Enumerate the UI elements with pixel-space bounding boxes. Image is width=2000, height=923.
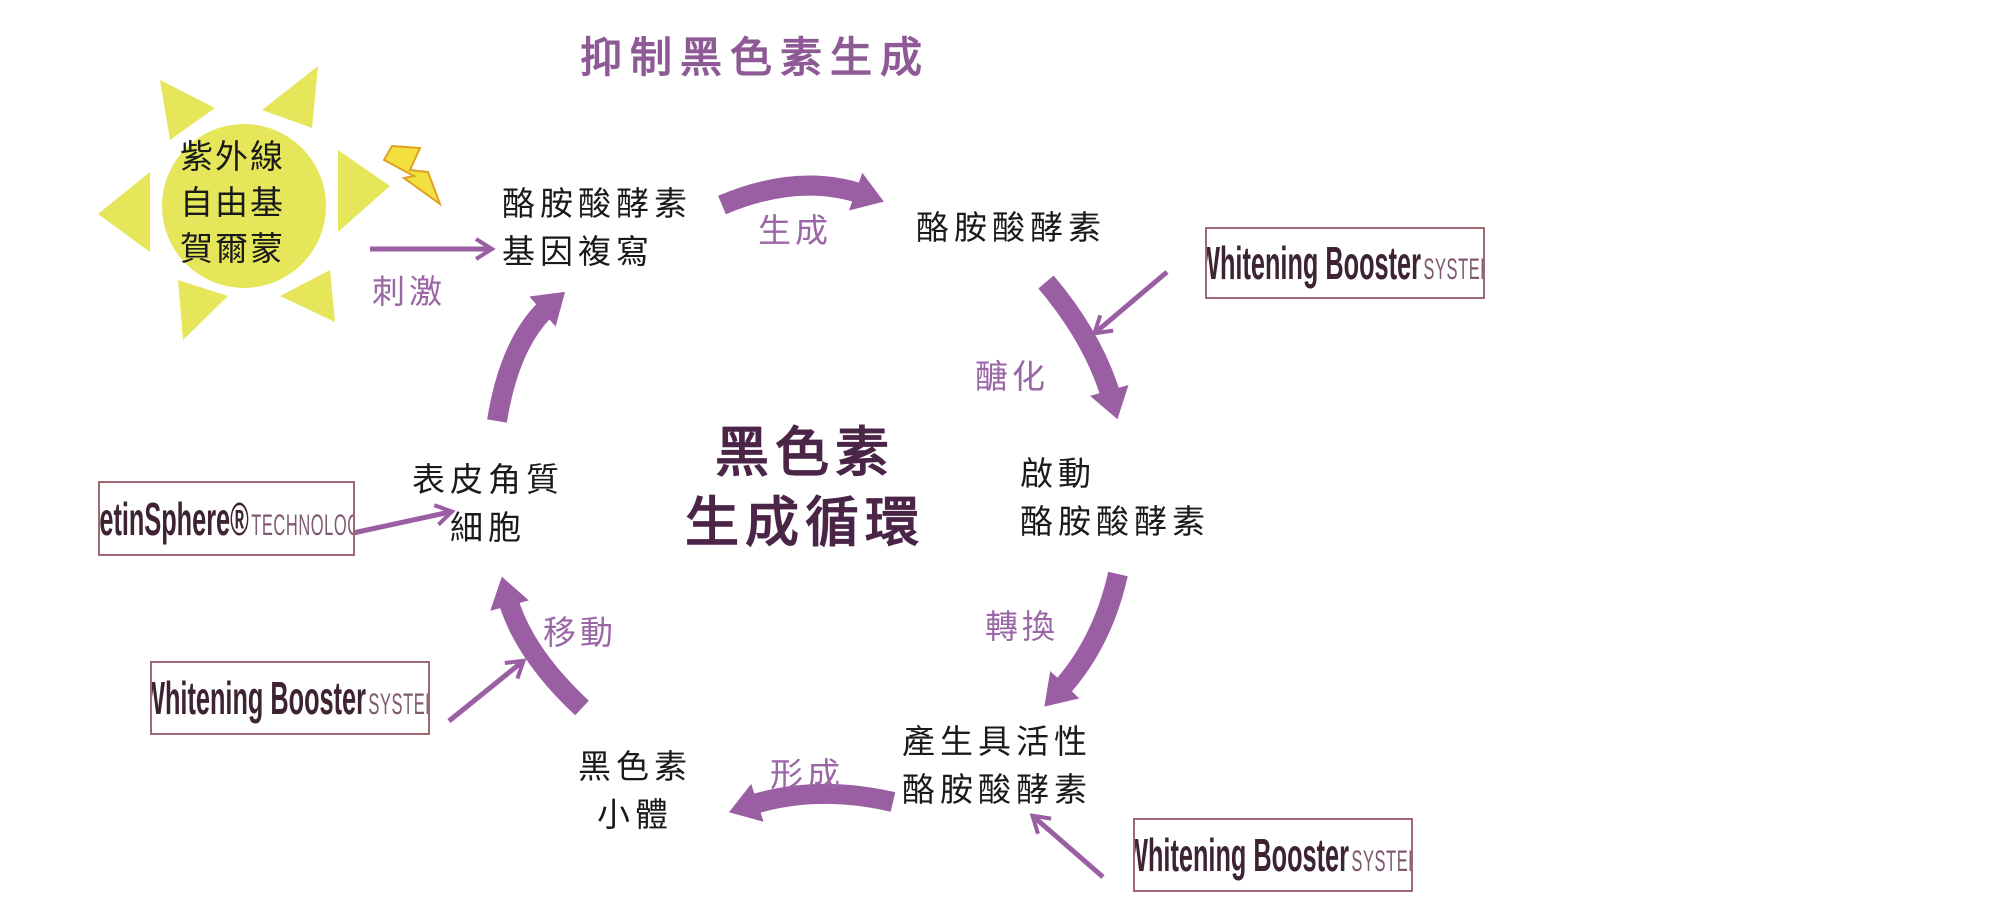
sun-icon <box>98 66 390 340</box>
sun-factor-hormone: 賀爾蒙 <box>180 229 285 268</box>
generate-arrow <box>718 172 884 215</box>
node-tyrosinase: 酪胺酸酵素 <box>916 208 1106 247</box>
form-label: 形成 <box>770 755 844 794</box>
node-melanosome-line-2: 小體 <box>597 795 673 834</box>
cycle-center-title: 黑色素 生成循環 <box>670 418 940 558</box>
center-title-line-1: 黑色素 <box>715 421 895 484</box>
node-gene-line-1: 酪胺酸酵素 <box>502 184 692 223</box>
convert-label: 轉換 <box>985 607 1059 646</box>
logo-suffix-text: TECHNOLOGY <box>251 508 353 542</box>
node-keratinocyte: 表皮角質 細胞 <box>412 456 564 552</box>
sun-factor-free-radical: 自由基 <box>180 183 285 222</box>
whitening-booster-logo-1: Whitening Booster SYSTEM <box>1205 227 1485 299</box>
whitening-booster-logo-3: Whitening Booster SYSTEM <box>1133 818 1413 892</box>
retinsphere-arrow <box>352 503 456 536</box>
node-keratinocyte-line-2: 細胞 <box>450 508 526 547</box>
node-active-enzyme: 產生具活性 酪胺酸酵素 <box>902 718 1092 814</box>
node-active-line-2: 酪胺酸酵素 <box>902 770 1092 809</box>
whitening-booster-logo-2: Whitening Booster SYSTEM <box>150 661 430 735</box>
booster-arrow-3 <box>1029 813 1105 879</box>
node-activate-line-2: 酪胺酸酵素 <box>1020 502 1210 541</box>
convert-arrow <box>1044 571 1128 707</box>
stimulate-label: 刺激 <box>372 272 446 311</box>
center-title-line-2: 生成循環 <box>685 491 925 554</box>
move-arrow <box>490 576 589 716</box>
logo-main-text: Whitening Booster <box>150 672 366 724</box>
node-keratinocyte-line-1: 表皮角質 <box>412 460 564 499</box>
node-activate: 啟動 酪胺酸酵素 <box>1020 450 1210 546</box>
node-melanosome-line-1: 黑色素 <box>578 747 692 786</box>
lightning-icon <box>382 144 443 207</box>
sun-factor-uv: 紫外線 <box>180 137 285 176</box>
logo-suffix-text: SYSTEM <box>1351 845 1411 878</box>
logo-suffix-text: SYSTEM <box>1423 253 1483 286</box>
retinsphere-logo: RetinSphere® TECHNOLOGY <box>98 481 355 556</box>
glycosylate-arrow <box>1038 275 1129 420</box>
node-active-line-1: 產生具活性 <box>902 722 1092 761</box>
generate-label: 生成 <box>758 211 832 250</box>
cycle-return-arrow <box>487 291 566 423</box>
logo-suffix-text: SYSTEM <box>368 688 428 721</box>
page-title: 抑制黑色素生成 <box>580 33 931 82</box>
node-melanosome: 黑色素 小體 <box>578 743 692 839</box>
form-arrow <box>728 783 896 822</box>
node-gene-transcription: 酪胺酸酵素 基因複寫 <box>502 180 692 276</box>
node-activate-line-1: 啟動 <box>1020 454 1096 493</box>
logo-main-text: Whitening Booster <box>1205 237 1421 289</box>
move-label: 移動 <box>543 613 617 652</box>
logo-main-text: Whitening Booster <box>1133 829 1349 881</box>
node-gene-line-2: 基因複寫 <box>502 232 654 271</box>
logo-main-text: RetinSphere® <box>99 492 249 545</box>
sun-factors: 紫外線 自由基 賀爾蒙 <box>180 134 285 272</box>
glycosylate-label: 醣化 <box>975 357 1049 396</box>
booster-arrow-2 <box>447 658 527 723</box>
booster-arrow-1 <box>1091 270 1169 336</box>
